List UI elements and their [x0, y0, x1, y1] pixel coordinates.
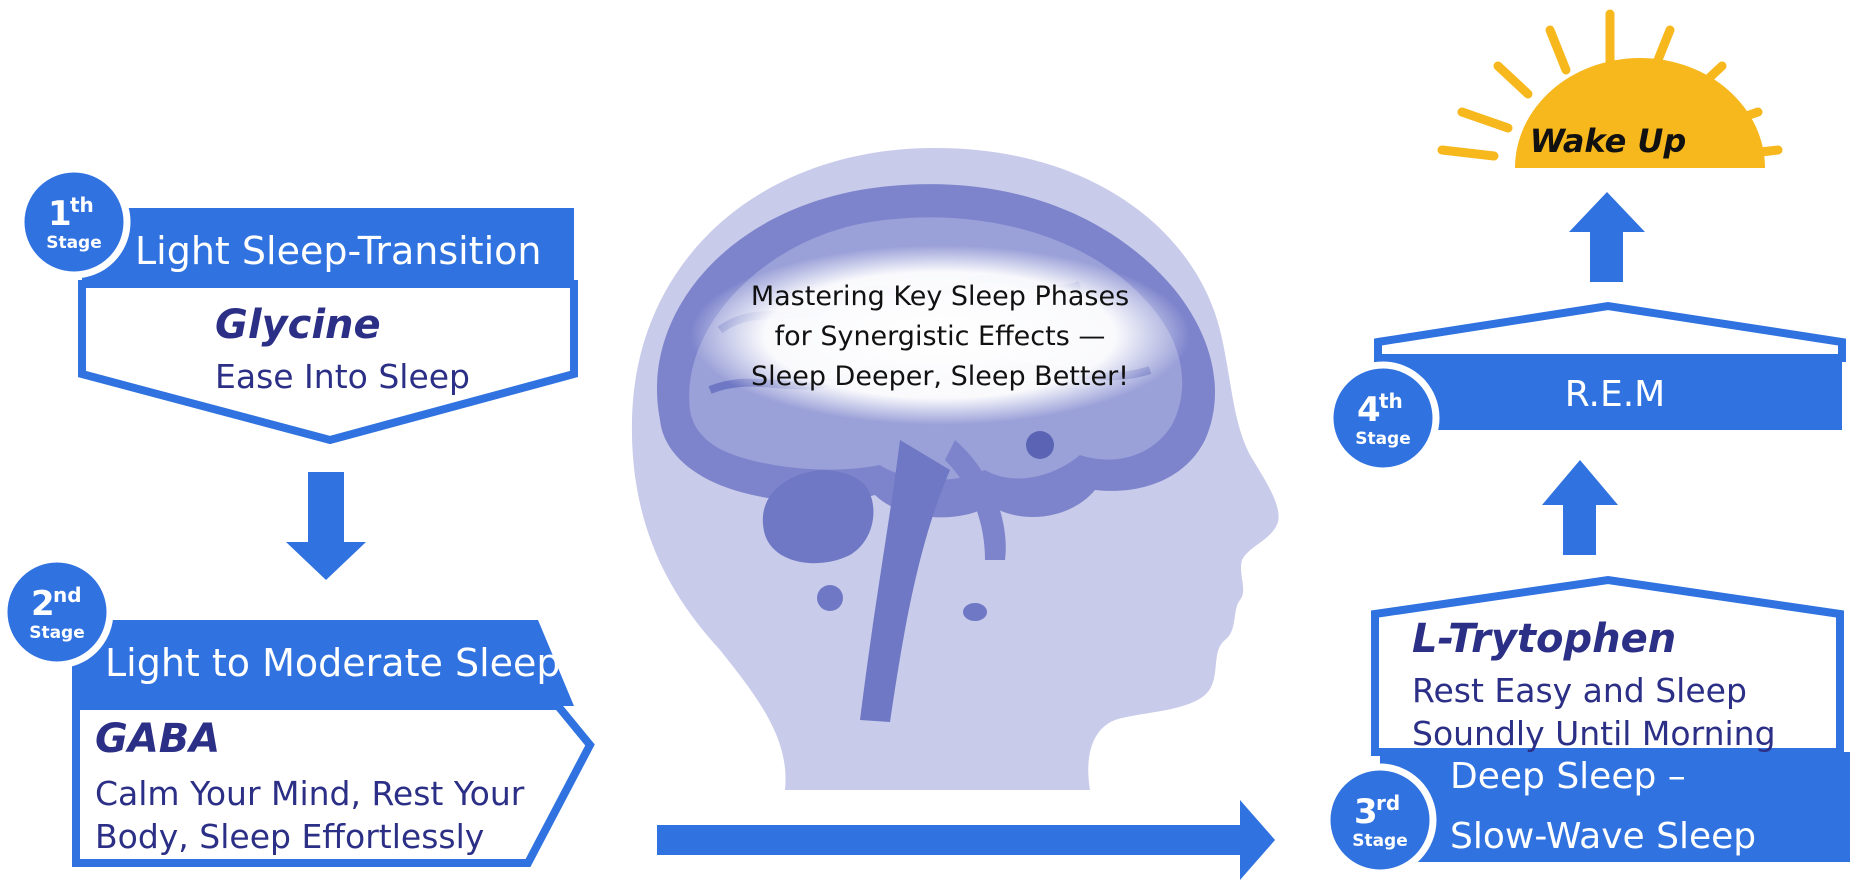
stage1-card: Light Sleep-Transition Glycine Ease Into… — [78, 208, 578, 445]
stage1-content-box — [78, 280, 578, 445]
arrow-up-icon — [1569, 192, 1645, 282]
stage3-header-bar — [1380, 752, 1850, 862]
brain-caption-line3: Sleep Deeper, Sleep Better! — [751, 361, 1129, 392]
stage1-badge-suffix: th — [70, 193, 94, 217]
stage4-header-bar — [1378, 358, 1842, 430]
stage3-content-box — [1371, 575, 1844, 756]
stage2-card: Light to Moderate Sleep GABA Calm Your M… — [72, 620, 595, 867]
stage1-title: Glycine — [215, 302, 381, 348]
stage1-header: Light Sleep-Transition — [135, 229, 541, 273]
stage3-subtitle-line2: Soundly Until Morning — [1412, 714, 1776, 753]
stage2-title: GABA — [95, 716, 220, 762]
stage1-subtitle: Ease Into Sleep — [215, 357, 470, 396]
stage4-badge: 4 th Stage — [1326, 361, 1440, 475]
stage3-subtitle-line1: Rest Easy and Sleep — [1412, 671, 1747, 710]
stage2-badge-word: Stage — [29, 623, 85, 643]
stage4-header: R.E.M — [1565, 374, 1665, 415]
stage4-badge-suffix: th — [1379, 389, 1403, 413]
stage2-header: Light to Moderate Sleep — [105, 641, 561, 685]
stage4-badge-number: 4 — [1357, 390, 1381, 430]
brain-caption-line1: Mastering Key Sleep Phases — [751, 281, 1129, 312]
stage3-header-line2: Slow-Wave Sleep — [1450, 816, 1756, 857]
stage3-card: L-Trytophen Rest Easy and Sleep Soundly … — [1371, 575, 1850, 862]
wake-up-label: Wake Up — [1530, 122, 1687, 160]
stage2-badge-suffix: nd — [53, 583, 82, 607]
stage1-header-bar — [82, 208, 574, 284]
arrow-down-icon — [286, 472, 366, 580]
stage2-badge-number: 2 — [31, 584, 55, 624]
stage1-badge-number: 1 — [48, 194, 72, 234]
sun-icon: Wake Up — [1437, 9, 1783, 168]
stage1-badge-word: Stage — [46, 233, 102, 253]
stage2-badge: 2 nd Stage — [0, 555, 114, 669]
stage2-header-bar — [72, 620, 574, 706]
stage3-header-line1: Deep Sleep – — [1450, 756, 1686, 797]
stage2-subtitle-line1: Calm Your Mind, Rest Your — [95, 774, 525, 813]
stage3-title: L-Trytophen — [1412, 616, 1676, 662]
stage3-badge-suffix: rd — [1376, 791, 1400, 815]
stage2-content-box — [72, 702, 595, 867]
stage4-card: R.E.M — [1374, 301, 1846, 430]
brain-caption-line2: for Synergistic Effects — — [775, 321, 1106, 352]
arrow-up-icon — [1542, 460, 1618, 555]
arrow-right-icon — [657, 800, 1275, 880]
stage4-badge-word: Stage — [1355, 429, 1411, 449]
stage4-roof — [1374, 301, 1846, 362]
stage3-badge: 3 rd Stage — [1323, 763, 1437, 877]
stage1-badge: 1 th Stage — [17, 165, 131, 279]
brain-caption: Mastering Key Sleep Phases for Synergist… — [690, 245, 1190, 425]
stage3-badge-number: 3 — [1354, 792, 1378, 832]
stage3-badge-word: Stage — [1352, 831, 1408, 851]
stage2-subtitle-line2: Body, Sleep Effortlessly — [95, 817, 484, 856]
